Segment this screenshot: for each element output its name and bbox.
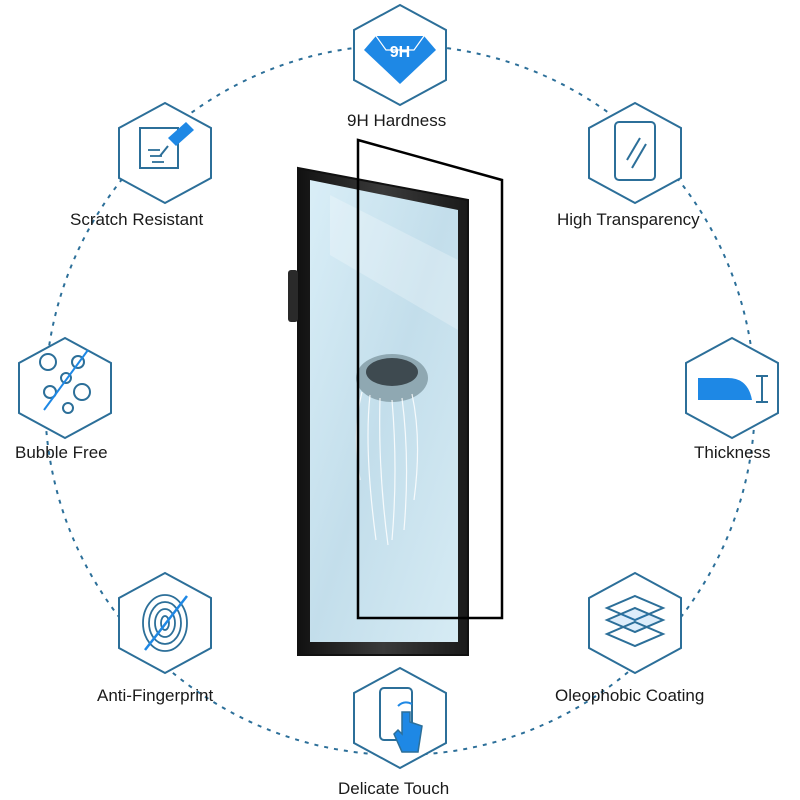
touch-phone-icon: [379, 687, 423, 753]
diamond-9h-icon: 9H: [364, 35, 436, 84]
hexagon-touch: [353, 666, 447, 770]
label-thickness: Thickness: [694, 443, 771, 462]
jellyfish-wallpaper: [355, 354, 428, 546]
thickness-edge-icon: [698, 375, 768, 403]
hexagon-bubble: [18, 336, 112, 440]
label-transparency: High Transparency: [557, 210, 700, 229]
label-scratch: Scratch Resistant: [70, 210, 204, 229]
hexagon-scratch: [118, 101, 212, 205]
hexagon-transparency: [588, 101, 682, 205]
bubbles-icon: [39, 349, 91, 414]
phone-screen: [310, 180, 458, 642]
screen-protector-outline: [356, 138, 504, 620]
glass-panel-icon: [614, 121, 656, 181]
label-oleophobic: Oleophobic Coating: [555, 686, 705, 705]
label-fingerprint: Anti-Fingerprint: [97, 686, 214, 705]
fingerprint-icon: [142, 594, 188, 652]
label-hardness: 9H Hardness: [347, 111, 447, 130]
label-bubble: Bubble Free: [15, 443, 108, 462]
layers-icon: [604, 594, 666, 648]
scratch-tool-icon: [139, 122, 194, 169]
phone: [288, 166, 469, 656]
badge-9h-text: 9H: [390, 44, 410, 61]
label-touch: Delicate Touch: [338, 779, 450, 798]
